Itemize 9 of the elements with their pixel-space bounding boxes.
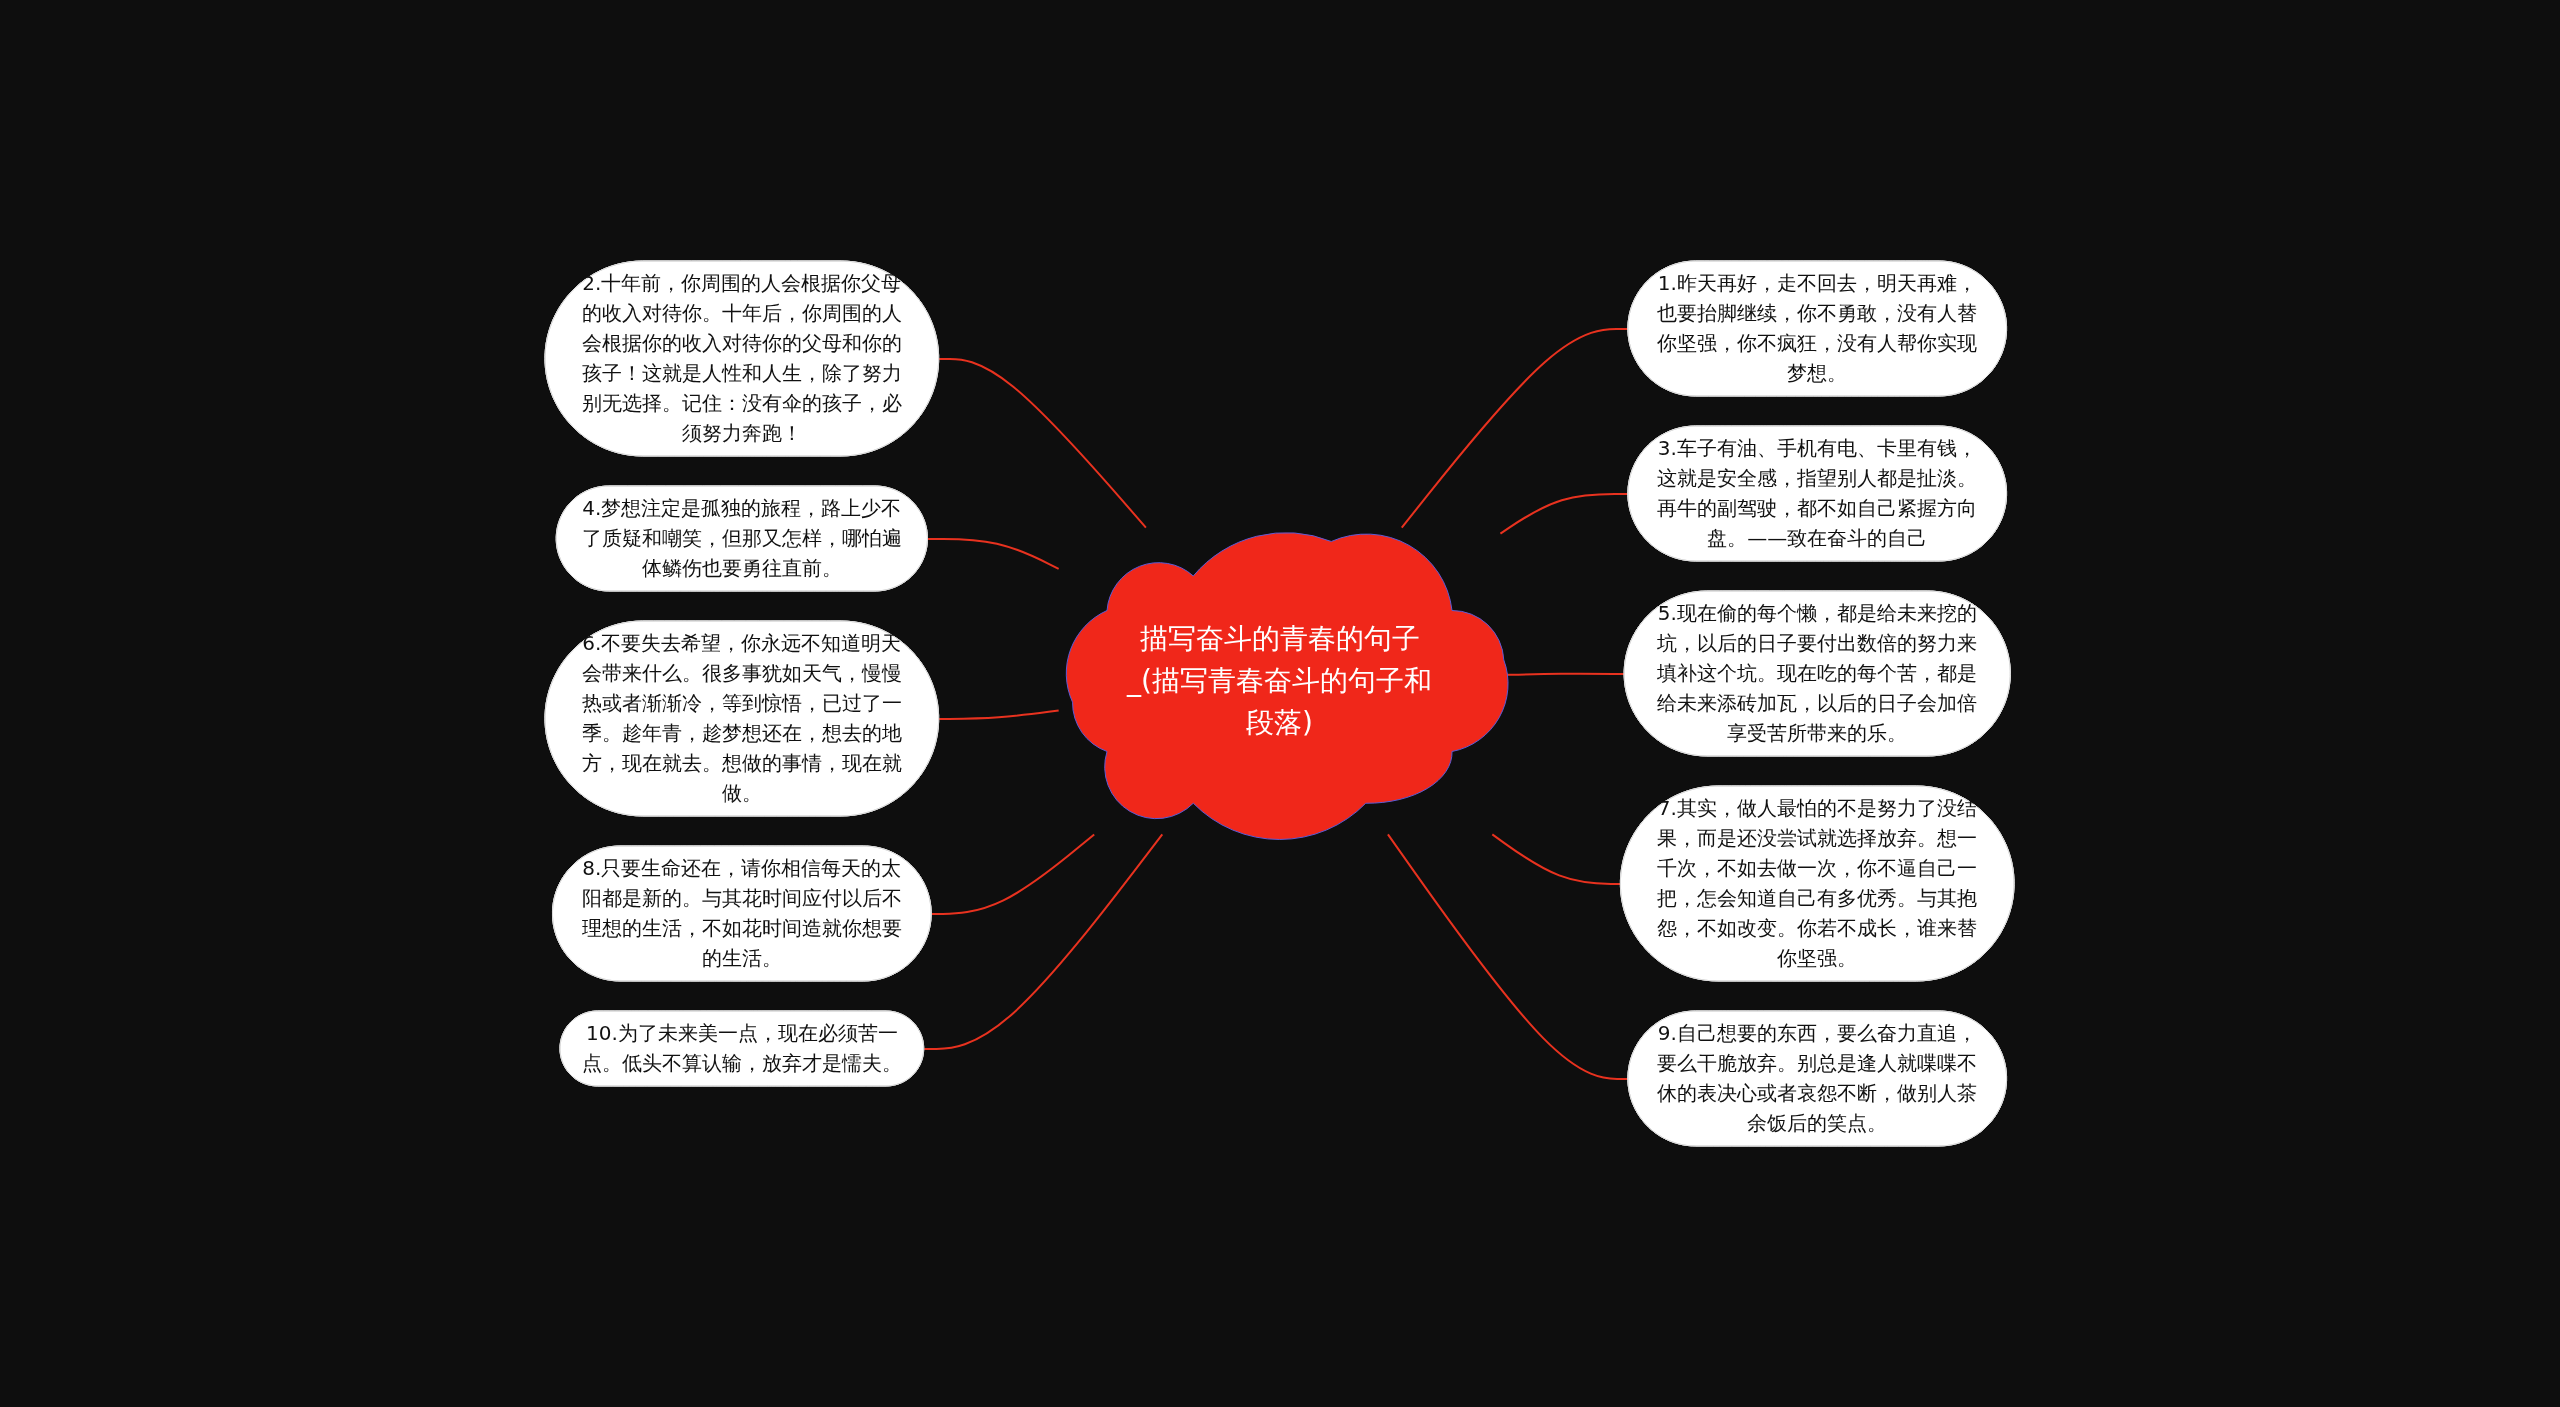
- connector: [1491, 833, 1623, 885]
- connector: [938, 357, 1148, 529]
- connector: [931, 833, 1096, 915]
- connector: [938, 709, 1061, 720]
- connector: [927, 537, 1061, 570]
- connector: [1387, 833, 1630, 1080]
- connector: [923, 833, 1164, 1050]
- connector: [1401, 327, 1630, 529]
- connector: [1499, 492, 1630, 535]
